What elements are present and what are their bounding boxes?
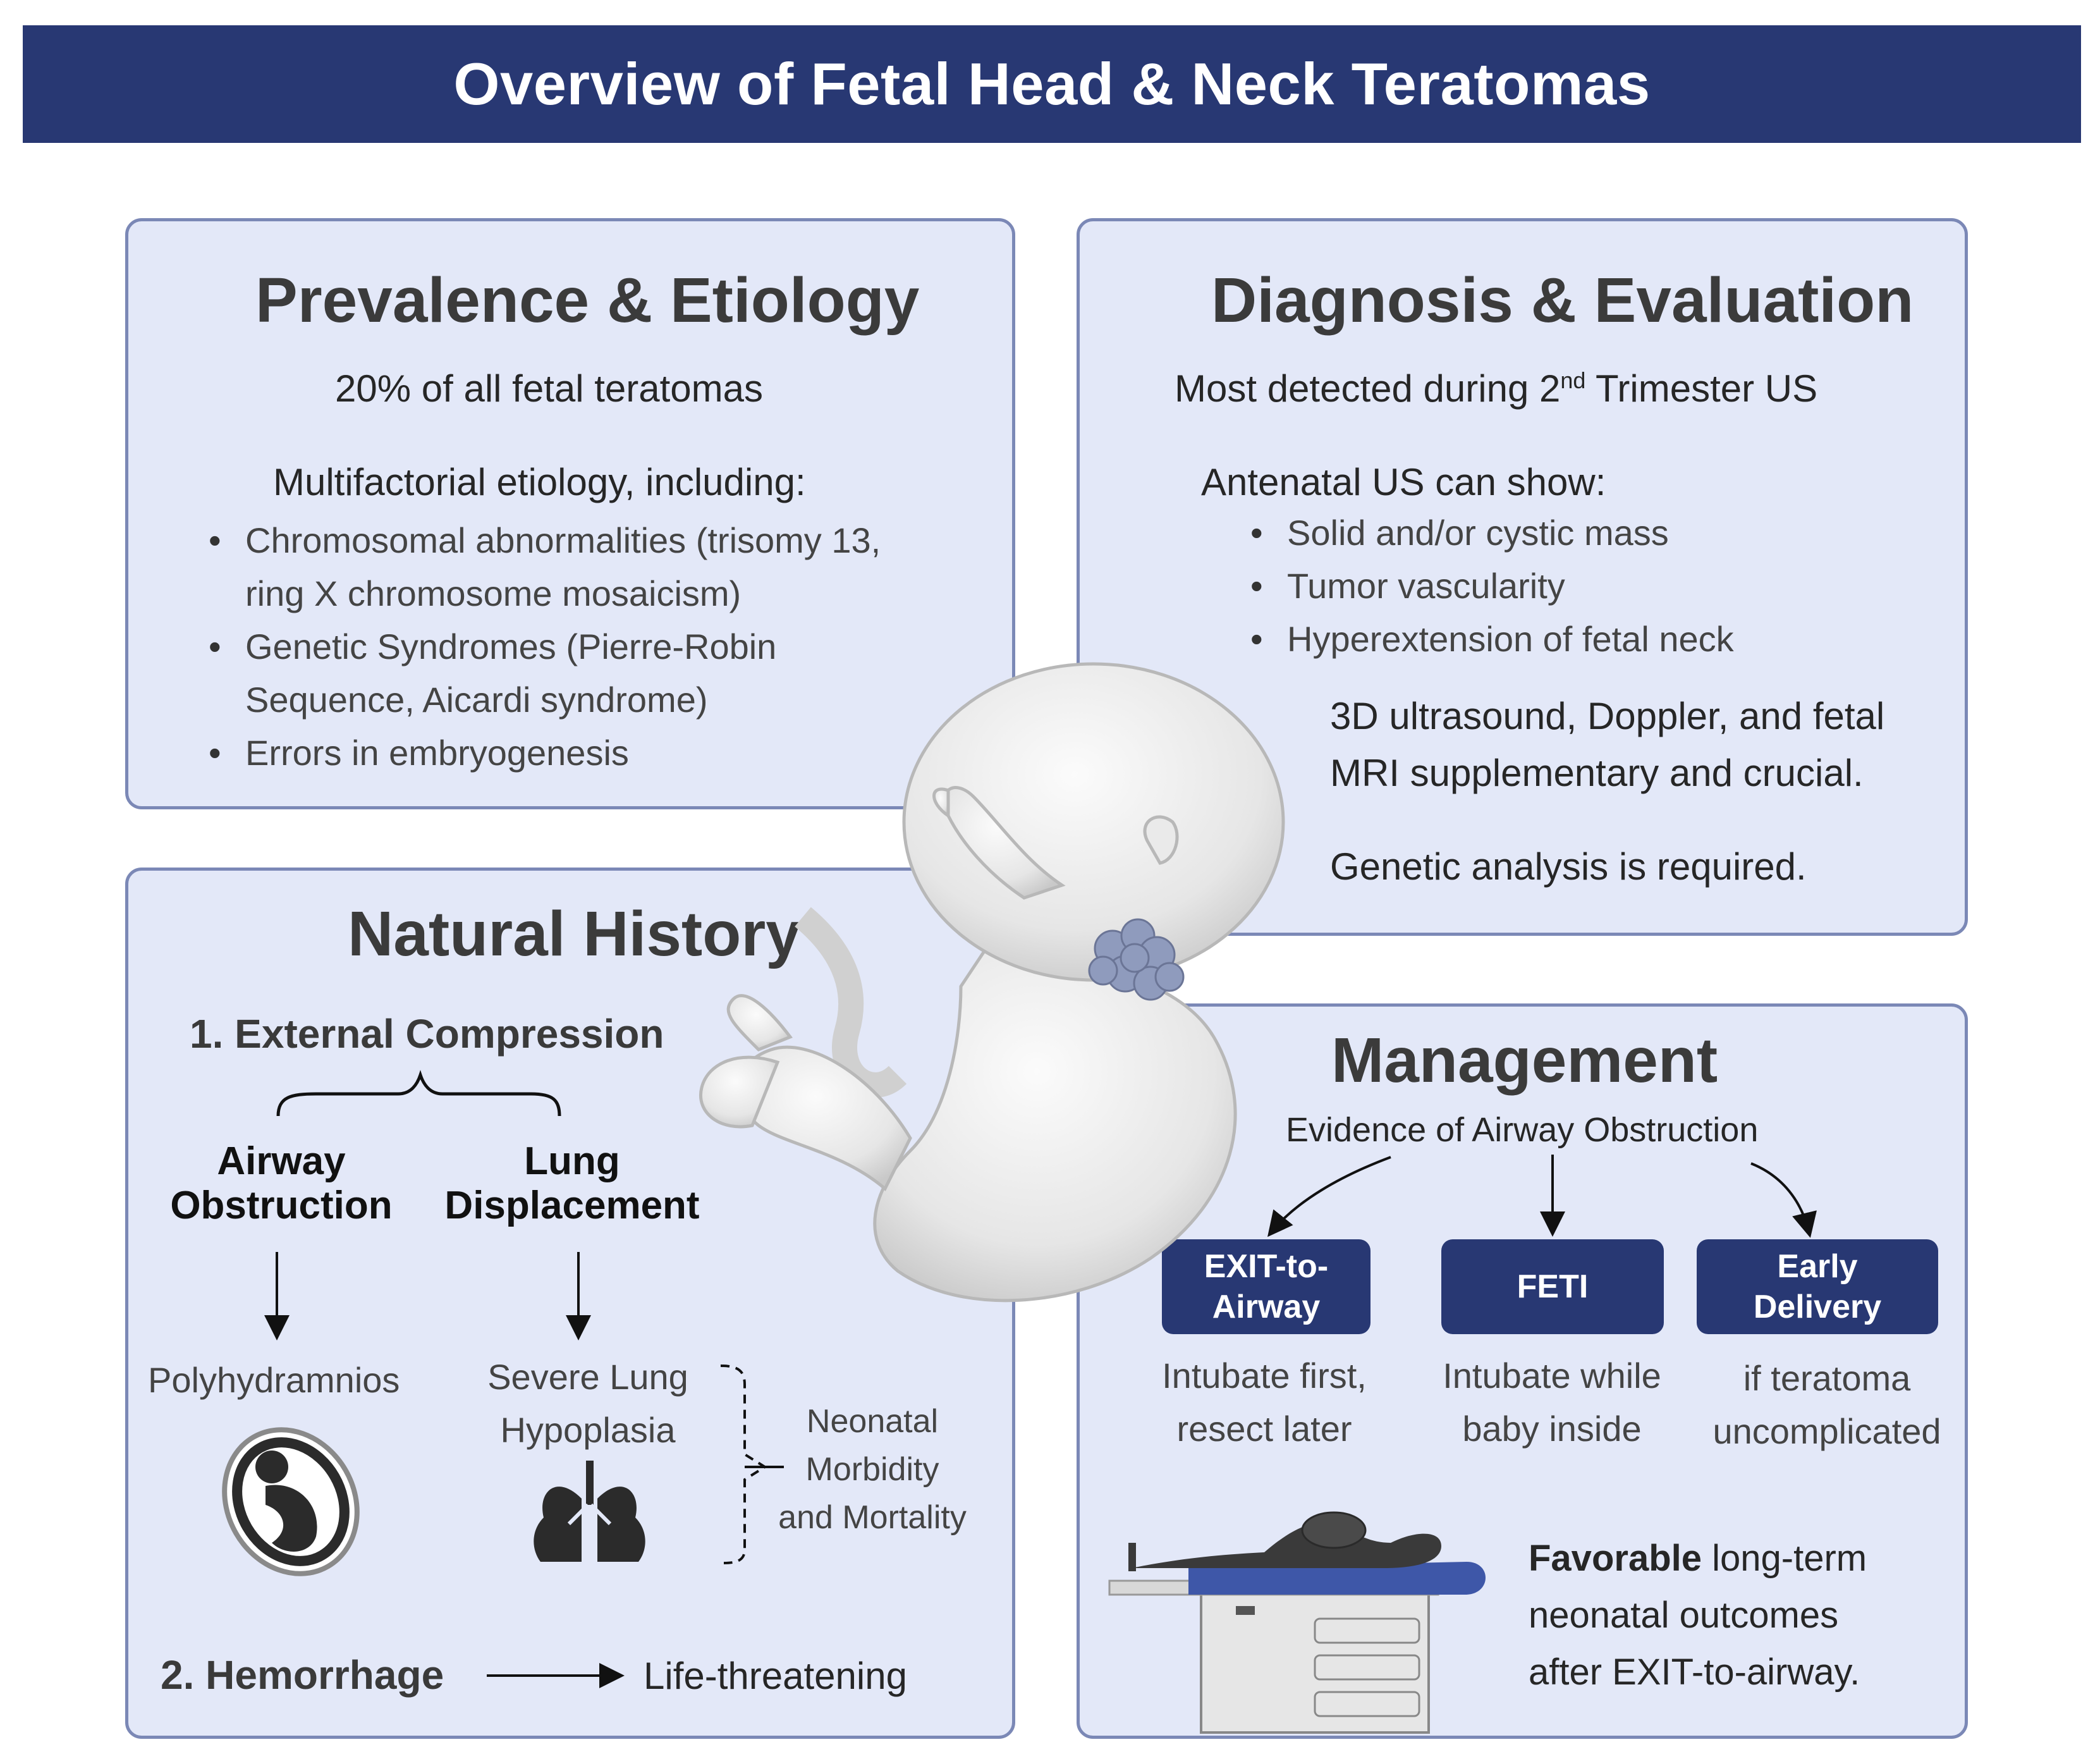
neonatal-bracket — [720, 1365, 767, 1564]
imaging-line-1: 3D ultrasound, Doppler, and fetal — [1330, 695, 1885, 737]
etiology-bullet-2-cont: Sequence, Aicardi syndrome) — [245, 680, 708, 720]
compression-brace — [276, 1070, 561, 1117]
detection-text: Most detected during 2nd Trimester US — [1175, 367, 1818, 410]
exit-to-airway-option: EXIT-to-Airway — [1162, 1239, 1370, 1334]
etiology-subheading: Multifactorial etiology, including: — [273, 461, 806, 503]
outcome-text: Favorable long-term neonatal outcomes af… — [1529, 1538, 1867, 1693]
etiology-bullet-1: Chromosomal abnormalities (trisomy 13, — [209, 520, 881, 561]
imaging-line-2: MRI supplementary and crucial. — [1330, 752, 1864, 794]
prevalence-heading: Prevalence & Etiology — [255, 265, 920, 336]
genetic-text: Genetic analysis is required. — [1330, 845, 1807, 888]
teratoma-icon — [1088, 918, 1185, 1001]
us-bullet-3: Hyperextension of fetal neck — [1250, 618, 1734, 659]
etiology-bullet-3: Errors in embryogenesis — [209, 732, 629, 773]
exit-description: Intubate first,resect later — [1162, 1356, 1367, 1449]
page-title: Overview of Fetal Head & Neck Teratomas — [23, 25, 2081, 143]
fetus-illustration — [699, 662, 1285, 1303]
polyhydramnios-label: Polyhydramnios — [148, 1360, 400, 1400]
evidence-label: Evidence of Airway Obstruction — [1286, 1111, 1759, 1149]
feti-option: FETI — [1441, 1239, 1664, 1334]
us-bullet-1: Solid and/or cystic mass — [1250, 512, 1669, 553]
etiology-bullet-1-cont: ring X chromosome mosaicism) — [245, 573, 742, 613]
etiology-bullet-2: Genetic Syndromes (Pierre-Robin — [209, 626, 776, 667]
prevalence-stat: 20% of all fetal teratomas — [335, 367, 764, 410]
prevalence-panel — [125, 218, 1015, 809]
external-compression-label: 1. External Compression — [190, 1011, 664, 1057]
life-threatening-label: Life-threatening — [644, 1655, 907, 1697]
lungs-icon — [534, 1461, 645, 1562]
operating-table-icon — [1108, 1511, 1486, 1734]
antenatal-subheading: Antenatal US can show: — [1201, 461, 1606, 503]
us-bullet-2: Tumor vascularity — [1250, 565, 1565, 606]
management-heading: Management — [1331, 1025, 1718, 1096]
early-delivery-arrow — [1750, 1162, 1817, 1238]
womb-icon — [222, 1427, 360, 1576]
natural-history-panel — [125, 868, 1015, 1739]
natural-history-heading: Natural History — [348, 898, 801, 969]
exit-arrow — [1267, 1156, 1391, 1237]
diagnosis-heading: Diagnosis & Evaluation — [1211, 265, 1914, 336]
hemorrhage-label: 2. Hemorrhage — [161, 1652, 444, 1698]
